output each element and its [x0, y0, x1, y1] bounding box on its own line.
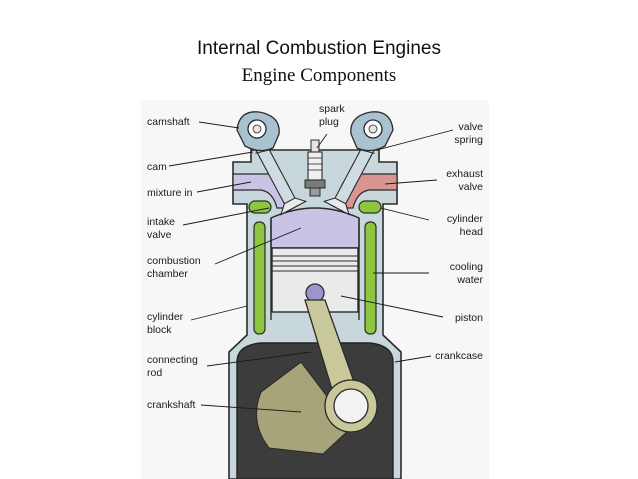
label-camshaft: camshaft [147, 116, 190, 128]
slide-subtitle: Engine Components [241, 65, 397, 86]
label-valve-spring-1: valve [458, 121, 483, 133]
label-crankshaft: crankshaft [147, 399, 196, 411]
crank-web [255, 361, 352, 455]
label-piston: piston [455, 312, 483, 324]
leader-exhaust-valve [384, 179, 438, 185]
water-jacket-head-left [248, 200, 272, 214]
label-cylinder-block-1: cylinder [147, 311, 184, 323]
label-exhaust-valve-1: exhaust [446, 168, 483, 180]
label-spark-plug-2: plug [319, 116, 339, 128]
label-intake-valve-1: intake [147, 216, 175, 228]
label-cylinder-block-2: block [147, 324, 172, 336]
crank-pin [333, 388, 369, 424]
label-valve-spring-2: spring [454, 134, 483, 146]
water-jacket-right [364, 221, 377, 335]
label-connecting-rod-1: connecting [147, 354, 198, 366]
leader-piston [340, 295, 444, 318]
spark-plug [304, 139, 326, 197]
leader-spark-plug [316, 133, 328, 149]
water-jacket-head-right [358, 200, 382, 214]
label-cam: cam [147, 161, 167, 173]
leader-crankcase [394, 355, 432, 363]
intake-camshaft [236, 111, 280, 152]
label-crankcase: crankcase [435, 350, 483, 362]
leader-combustion-chamber [214, 227, 302, 265]
leader-cam [168, 151, 254, 167]
label-cooling-water-1: cooling [450, 261, 483, 273]
leader-connecting-rod [206, 351, 312, 367]
combustion-chamber [270, 207, 360, 249]
label-combustion-chamber-2: chamber [147, 268, 188, 280]
water-jacket-left [253, 221, 266, 335]
label-exhaust-valve-2: valve [458, 181, 483, 193]
label-intake-valve-2: valve [147, 229, 172, 241]
leader-camshaft [198, 121, 240, 129]
label-spark-plug-1: spark [319, 103, 345, 115]
leader-mixture-in [196, 181, 252, 193]
leader-cylinder-head [380, 207, 430, 221]
label-cooling-water-2: water [456, 274, 483, 286]
leader-cylinder-block [190, 305, 248, 321]
engine-diagram: camshaft cam mixture in intake valve com… [141, 100, 489, 479]
leader-crankshaft [200, 404, 302, 413]
leader-valve-spring [376, 129, 454, 151]
label-combustion-chamber-1: combustion [147, 255, 201, 267]
slide-title: Internal Combustion Engines [197, 38, 441, 59]
label-cylinder-head-1: cylinder [447, 213, 484, 225]
label-mixture-in: mixture in [147, 187, 193, 199]
leader-intake-valve [182, 207, 270, 226]
label-cylinder-head-2: head [460, 226, 484, 238]
wrist-pin [305, 283, 325, 303]
exhaust-camshaft [350, 111, 394, 152]
label-connecting-rod-2: rod [147, 367, 162, 379]
